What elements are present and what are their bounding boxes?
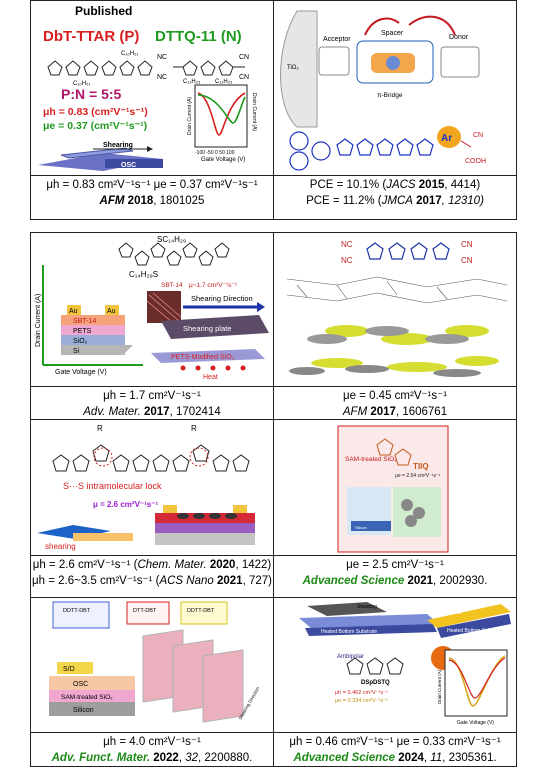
svg-text:SC₁₄H₂₉: SC₁₄H₂₉ xyxy=(157,235,186,244)
mu-h-label: μh = 0.83 (cm²V⁻¹s⁻¹) xyxy=(43,106,148,118)
cell-3-caption: μh = 1.7 cm²V⁻¹s⁻¹ Adv. Mater. 2017, 170… xyxy=(83,390,221,418)
cell-2-caption: PCE = 10.1% (JACS 2015, 4414) PCE = 11.2… xyxy=(306,179,484,207)
svg-text:π-Bridge: π-Bridge xyxy=(377,92,403,99)
svg-text:Donor: Donor xyxy=(449,34,469,41)
svg-text:Drain Current (A): Drain Current (A) xyxy=(251,93,257,131)
svg-text:C₁₁H₂₃: C₁₁H₂₃ xyxy=(215,79,233,85)
svg-text:μ~1.7 cm²V⁻¹s⁻¹: μ~1.7 cm²V⁻¹s⁻¹ xyxy=(189,282,238,289)
dbt-ttar-figure: DbT-TTAR (P) DTTQ-11 (N) NC CN NC CN C₁₀H₂… xyxy=(38,28,257,171)
svg-text:CN: CN xyxy=(239,54,249,61)
row-divider xyxy=(31,175,516,176)
svg-text:CN: CN xyxy=(461,256,473,265)
svg-text:DTT-DBT: DTT-DBT xyxy=(133,608,157,614)
table-3: DDTT-DBT DTT-DBT DDTT-DBT S/D OSC SAM-tr… xyxy=(30,597,517,767)
svg-text:C₁₀H₂₁: C₁₀H₂₁ xyxy=(73,81,91,87)
published-header: Published xyxy=(75,4,133,18)
svg-text:OSC: OSC xyxy=(73,681,88,688)
svg-text:C₁₁H₂₃: C₁₁H₂₃ xyxy=(183,79,201,85)
cell-5-caption: μh = 2.6 cm²V⁻¹s⁻¹ (Chem. Mater. 2020, 1… xyxy=(32,559,272,587)
svg-text:Gate Voltage (V): Gate Voltage (V) xyxy=(55,369,107,376)
svg-text:Spacer: Spacer xyxy=(381,30,404,37)
svg-text:NC: NC xyxy=(157,54,167,61)
svg-text:Drain Current (A): Drain Current (A) xyxy=(437,669,442,704)
cell-6-caption: μe = 2.5 cm²V⁻¹s⁻¹ Advanced Science 2021… xyxy=(302,559,488,587)
column-divider xyxy=(273,1,274,219)
tiiq-figure: SAM-treated SiO₂ TIIQ μe = 2.54 cm²V⁻¹s⁻… xyxy=(337,425,449,553)
svg-text:Shearing: Shearing xyxy=(103,142,133,149)
svg-text:Heated Bottom Substrate: Heated Bottom Substrate xyxy=(321,629,377,635)
svg-text:Shearing: Shearing xyxy=(357,604,377,610)
svg-text:DDTT-DBT: DDTT-DBT xyxy=(63,608,91,614)
svg-text:R: R xyxy=(97,424,103,433)
svg-text:NC: NC xyxy=(157,74,167,81)
pn-ratio: P:N = 5:5 xyxy=(61,86,122,102)
table-1: Published DbT-TTAR (P) DTTQ-11 (N) NC CN … xyxy=(30,0,517,220)
tiiq-label: TIIQ xyxy=(413,462,429,471)
svg-text:DSpDSTQ: DSpDSTQ xyxy=(361,680,390,686)
svg-text:SBT-14: SBT-14 xyxy=(73,318,96,325)
ddtt-dbt-figure: DDTT-DBT DTT-DBT DDTT-DBT S/D OSC SAM-tr… xyxy=(49,601,261,723)
svg-text:Shearing plate: Shearing plate xyxy=(183,324,231,333)
svg-text:PETS-Modified SiO₂: PETS-Modified SiO₂ xyxy=(171,354,235,361)
svg-text:CN: CN xyxy=(473,132,483,139)
svg-text:μe = 2.54 cm²V⁻¹s⁻¹: μe = 2.54 cm²V⁻¹s⁻¹ xyxy=(395,473,441,479)
mu-e-label: μe = 0.37 (cm²V⁻¹s⁻¹) xyxy=(43,120,147,132)
svg-text:shearing: shearing xyxy=(45,542,76,551)
svg-text:PETS: PETS xyxy=(73,328,92,335)
svg-text:Ambipolar: Ambipolar xyxy=(337,654,364,660)
svg-text:μh = 0.462 cm²V⁻¹s⁻¹: μh = 0.462 cm²V⁻¹s⁻¹ xyxy=(335,690,388,696)
svg-text:NC: NC xyxy=(341,240,353,249)
svg-text:μe = 0.334 cm²V⁻¹s⁻¹: μe = 0.334 cm²V⁻¹s⁻¹ xyxy=(335,698,388,704)
column-divider xyxy=(273,598,274,766)
svg-text:R: R xyxy=(191,424,197,433)
svg-text:Silicon: Silicon xyxy=(355,525,367,530)
svg-text:Drain Current (A): Drain Current (A) xyxy=(187,97,193,135)
svg-text:CN: CN xyxy=(239,74,249,81)
ar-label: Ar xyxy=(441,133,452,144)
svg-text:Heat: Heat xyxy=(203,374,218,381)
svg-text:Si: Si xyxy=(73,348,80,355)
svg-text:SiO₂: SiO₂ xyxy=(73,338,88,345)
svg-text:SAM-treated SiO₂: SAM-treated SiO₂ xyxy=(345,456,397,463)
dttq-title: DTTQ-11 (N) xyxy=(155,28,242,45)
svg-text:Drain Current (A): Drain Current (A) xyxy=(35,294,42,347)
sbt-14-figure: SC₁₄H₂₉ C₁₄H₂₉S SBT-14 μ~1.7 cm²V⁻¹s⁻¹ D… xyxy=(35,235,269,381)
dspdstq-figure: Shearing Heated Bottom Substrate Au Heat… xyxy=(299,602,511,726)
svg-text:S/D: S/D xyxy=(63,666,75,673)
svg-text:Silicon: Silicon xyxy=(73,707,94,714)
svg-text:Heated Bottom Substrate: Heated Bottom Substrate xyxy=(447,628,503,634)
svg-text:CN: CN xyxy=(461,240,473,249)
svg-text:Gate Voltage (V): Gate Voltage (V) xyxy=(201,157,245,163)
svg-text:Au: Au xyxy=(107,308,116,315)
svg-text:COOH: COOH xyxy=(465,158,486,165)
crystal-figure: NC NC CN CN xyxy=(286,240,508,377)
cell-8-caption: μh = 0.46 cm²V⁻¹s⁻¹ μe = 0.33 cm²V⁻¹s⁻¹ … xyxy=(289,736,501,764)
s-s-lock-figure: R R S···S intramolecular lock μ = 2.6 cm²… xyxy=(37,424,255,551)
svg-text:TiO₂: TiO₂ xyxy=(287,65,299,71)
svg-text:μ = 2.6 cm²V⁻¹s⁻¹: μ = 2.6 cm²V⁻¹s⁻¹ xyxy=(93,500,158,509)
svg-text:Acceptor: Acceptor xyxy=(323,36,351,43)
svg-text:NC: NC xyxy=(341,256,353,265)
svg-text:DDTT-DBT: DDTT-DBT xyxy=(187,608,215,614)
svg-text:S···S intramolecular lock: S···S intramolecular lock xyxy=(63,481,162,491)
column-divider xyxy=(273,233,274,597)
svg-text:Gate Voltage (V): Gate Voltage (V) xyxy=(457,720,494,726)
svg-text:Au: Au xyxy=(455,610,461,616)
svg-text:Shearing Direction: Shearing Direction xyxy=(191,294,253,303)
svg-text:-100 -50 0 50 100: -100 -50 0 50 100 xyxy=(195,150,235,156)
svg-text:SBT-14: SBT-14 xyxy=(161,282,183,289)
svg-text:C₁₀H₂₁: C₁₀H₂₁ xyxy=(121,51,139,57)
svg-text:Au: Au xyxy=(69,308,78,315)
svg-text:C₁₄H₂₉S: C₁₄H₂₉S xyxy=(129,270,158,279)
svg-text:OSC: OSC xyxy=(121,162,136,169)
cell-1-caption: μh = 0.83 cm²V⁻¹s⁻¹ μe = 0.37 cm²V⁻¹s⁻¹ … xyxy=(46,179,258,207)
cell-7-caption: μh = 4.0 cm²V⁻¹s⁻¹ Adv. Funct. Mater. 20… xyxy=(51,736,253,764)
table-2: SC₁₄H₂₉ C₁₄H₂₉S SBT-14 μ~1.7 cm²V⁻¹s⁻¹ D… xyxy=(30,232,517,598)
cell-4-caption: μe = 0.45 cm²V⁻¹s⁻¹ AFM 2017, 1606761 xyxy=(342,390,448,418)
pce-figure: TiO₂ Acceptor Spacer Donor π-Bridge Ar C… xyxy=(280,10,486,171)
dbt-ttar-title: DbT-TTAR (P) xyxy=(43,28,139,45)
svg-text:SAM-treated SiO₂: SAM-treated SiO₂ xyxy=(61,694,113,701)
